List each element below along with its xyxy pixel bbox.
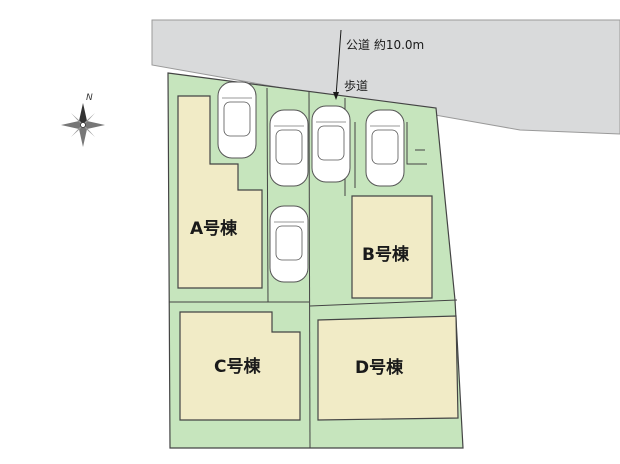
- compass-north-label: N: [86, 93, 93, 103]
- building-b-label: B号棟: [362, 244, 410, 265]
- lot-divider-bd: [309, 299, 458, 307]
- dimension-arrowhead: [333, 92, 339, 100]
- building-c: [179, 311, 301, 421]
- building-d-label: D号棟: [355, 357, 404, 378]
- building-c-label: C号棟: [214, 356, 261, 377]
- building-b: [351, 195, 433, 299]
- car-5: [269, 205, 309, 283]
- car-4: [365, 109, 405, 187]
- lot-divider-ab: [308, 91, 311, 449]
- car-2: [269, 109, 309, 187]
- building-d: [317, 315, 459, 421]
- drive-divider-a: [266, 87, 269, 303]
- public-road: [151, 19, 620, 135]
- car-1: [217, 81, 257, 159]
- road-dimension-line: [335, 29, 342, 97]
- sidewalk-label: 歩道: [344, 78, 368, 93]
- compass-icon: [61, 103, 105, 147]
- building-a: [177, 95, 263, 289]
- fence-detail: [406, 122, 427, 165]
- road-label: 公道 約10.0m: [346, 37, 424, 52]
- building-a-label: A号棟: [190, 218, 238, 239]
- car-3: [311, 105, 351, 183]
